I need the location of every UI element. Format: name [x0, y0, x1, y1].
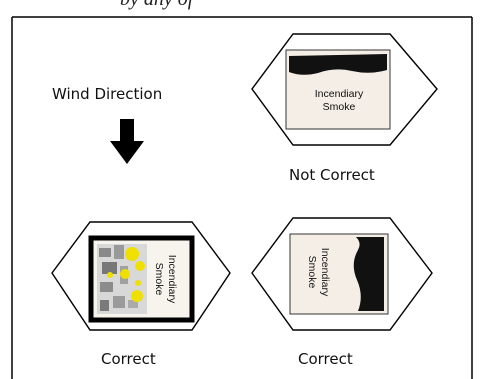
caption-correct-left: Correct: [101, 350, 156, 368]
wind-arrow-icon: [110, 119, 144, 164]
counter-text-line-2: Smoke: [306, 256, 318, 289]
caption-not-correct: Not Correct: [289, 166, 375, 184]
wind-direction-label: Wind Direction: [52, 85, 163, 103]
hex-counter-correct-highlighted: Incendiary Smoke: [51, 221, 231, 331]
counter-text-line-1: Incendiary: [166, 255, 178, 304]
counter-text-line-1: Incendiary: [319, 248, 331, 297]
smoke-pattern: [97, 244, 147, 314]
caption-correct-right: Correct: [298, 350, 353, 368]
hex-counter-correct: Incendiary Smoke: [251, 217, 433, 331]
cropped-page-header: by any of: [0, 0, 484, 14]
counter-text-line-2: Smoke: [323, 101, 356, 113]
hex-counter-not-correct: Incendiary Smoke: [251, 33, 438, 146]
smoke-band: [353, 237, 384, 311]
counter-text-line-2: Smoke: [153, 263, 165, 296]
smoke-band: [289, 54, 387, 75]
header-fragment-text: by any of: [120, 0, 193, 11]
counter-text-line-1: Incendiary: [315, 88, 364, 100]
